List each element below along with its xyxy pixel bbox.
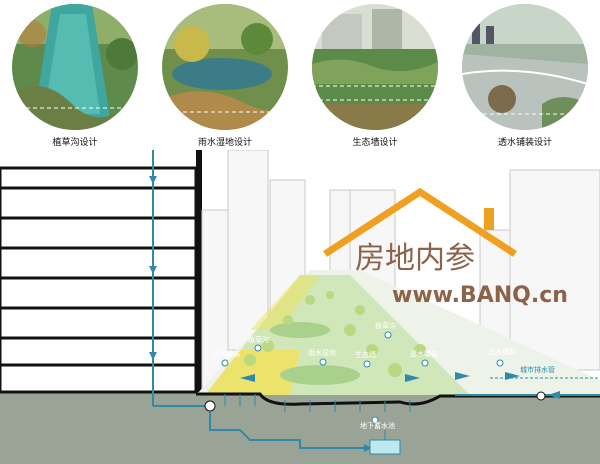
design-caption: 雨水湿地设计 bbox=[197, 138, 252, 148]
infiltration-arrows bbox=[224, 394, 411, 412]
underground-tank bbox=[369, 439, 401, 455]
design-card-rain-wetland: 雨水湿地设计 bbox=[160, 4, 290, 150]
design-card-eco-wall: 生态墙设计 bbox=[310, 4, 440, 150]
background-buildings bbox=[201, 150, 600, 393]
grass-swale-photo bbox=[12, 4, 138, 130]
watermark-title: 房地内参 bbox=[355, 241, 475, 276]
label-underground-tank: 地下蓄水池 bbox=[360, 421, 395, 430]
roof-drain-pipe bbox=[149, 150, 205, 407]
design-card-grass-swale: 植草沟设计 bbox=[10, 4, 140, 150]
rain-wetland-photo bbox=[162, 4, 288, 130]
label-rain-wetland: 雨水湿地 bbox=[308, 348, 336, 357]
label-permeable-mid: 透水铺装 bbox=[410, 349, 438, 358]
ground-profile bbox=[196, 392, 600, 406]
design-caption: 植草沟设计 bbox=[52, 138, 98, 148]
section-labels: 透水铺装 植草沟 雨水湿地 生态墙 植草沟 透水铺装 透水铺装 城市排水管 地下… bbox=[212, 321, 555, 430]
design-card-permeable-paving: 透水铺装设计 bbox=[460, 4, 590, 150]
permeable-paving-photo bbox=[462, 4, 588, 130]
label-permeable-right: 透水铺装 bbox=[488, 347, 516, 356]
label-city-drain: 城市排水管 bbox=[520, 365, 555, 374]
design-caption: 生态墙设计 bbox=[352, 138, 398, 148]
watermark-url: www.BANQ.cn bbox=[392, 283, 568, 308]
label-permeable-left: 透水铺装 bbox=[212, 349, 240, 358]
label-eco-wall: 生态墙 bbox=[355, 350, 376, 359]
watermark: 房地内参 www.BANQ.cn bbox=[323, 187, 568, 308]
eco-wall-photo bbox=[312, 4, 438, 130]
design-photo-row: 植草沟设计 雨水湿地设计 bbox=[0, 0, 600, 150]
label-grass-swale-left: 植草沟 bbox=[248, 335, 269, 344]
label-grass-swale-right: 植草沟 bbox=[375, 321, 396, 330]
tank-connection bbox=[204, 400, 386, 452]
left-building bbox=[0, 150, 202, 394]
soil-layer bbox=[0, 390, 600, 464]
surface-flow-arrows bbox=[240, 372, 520, 382]
street-cross-section: 透水铺装 植草沟 雨水湿地 生态墙 植草沟 透水铺装 透水铺装 城市排水管 地下… bbox=[0, 150, 600, 464]
design-caption: 透水铺装设计 bbox=[497, 138, 552, 148]
map-pins bbox=[221, 331, 504, 424]
city-drain-pipe bbox=[455, 391, 600, 401]
